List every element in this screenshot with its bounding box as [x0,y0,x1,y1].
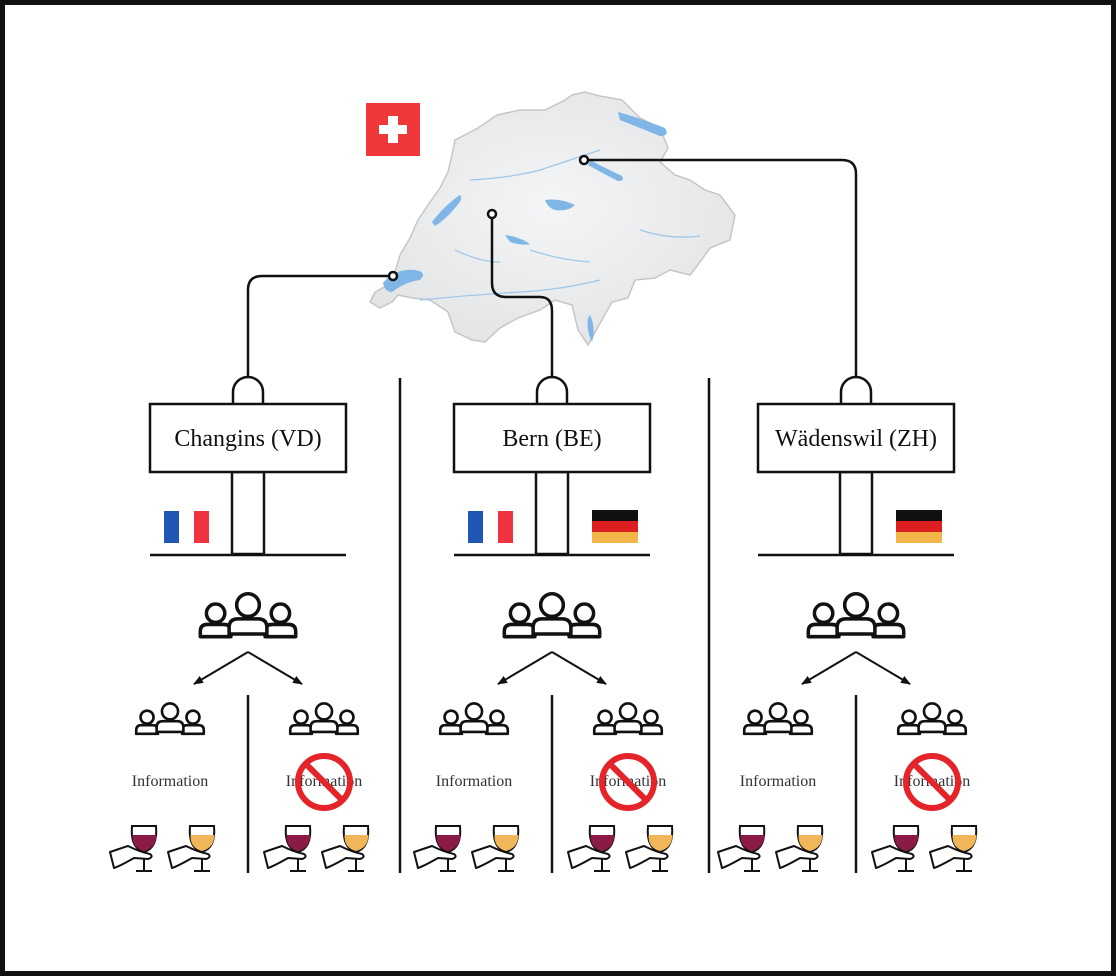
participants-group-icon [806,591,906,639]
information-label: Information [132,773,208,790]
information-label: Information [740,773,816,790]
participants-group-icon [198,591,298,639]
arrow-left [497,651,553,685]
prohibition-icon [599,753,657,811]
french-flag-icon [164,511,209,543]
subgroup-icon [438,702,510,736]
site-column: Wädenswil (ZH)InformationInformation [717,375,978,873]
connector-cap [535,375,569,404]
hand-holding-wine-glass-icon [413,825,462,872]
subgroup-icon [742,702,814,736]
hand-holding-wine-glass-icon [717,825,766,872]
arrow-right [551,651,607,685]
french-flag-icon [468,511,513,543]
site-column: Changins (VD)InformationInformation [109,375,370,873]
hand-holding-wine-glass-icon [625,825,674,872]
subgroup-icon [288,702,360,736]
site-box [756,402,956,474]
hand-holding-wine-glass-icon [167,825,216,872]
subgroup-icon [896,702,968,736]
arrow-left [193,651,249,685]
location-marker-wadenswil [578,154,590,166]
sign-post [534,470,570,556]
swiss-flag-icon [366,103,420,156]
site-box [452,402,652,474]
site-name: Changins (VD) [174,426,321,452]
connector-bern [490,214,554,382]
lake-neuchatel [432,195,462,226]
sign-post [230,470,266,556]
hand-holding-wine-glass-icon [471,825,520,872]
connector-wadenswil [584,158,858,382]
hand-holding-wine-glass-icon [929,825,978,872]
arrow-left [801,651,857,685]
hand-holding-wine-glass-icon [109,825,158,872]
connector-cap [231,375,265,404]
hand-holding-wine-glass-icon [263,825,312,872]
map-connectors [246,158,858,382]
sign-post [838,470,874,556]
connector-cap [839,375,873,404]
site-name: Wädenswil (ZH) [775,426,937,452]
location-marker-changins [387,270,399,282]
switzerland-outline [369,91,736,347]
prohibition-icon [295,753,353,811]
subgroup-icon [134,702,206,736]
switzerland-map [369,91,736,347]
site-column: Bern (BE)InformationInformation [413,375,674,873]
hand-holding-wine-glass-icon [871,825,920,872]
lake-zurich [588,160,623,181]
lake-constance [618,112,667,136]
arrow-right [855,651,911,685]
german-flag-icon [592,510,638,543]
column-dividers [398,378,711,873]
lake-maggiore [587,315,594,342]
participants-group-icon [502,591,602,639]
hand-holding-wine-glass-icon [321,825,370,872]
information-label: Information [436,773,512,790]
german-flag-icon [896,510,942,543]
arrow-right [247,651,303,685]
site-name: Bern (BE) [502,426,601,452]
hand-holding-wine-glass-icon [567,825,616,872]
connector-changins [246,274,393,382]
hand-holding-wine-glass-icon [775,825,824,872]
site-box [148,402,348,474]
subgroup-icon [592,702,664,736]
location-marker-bern [486,208,498,220]
lake-lucerne [545,199,575,211]
lake-thun [505,235,530,245]
prohibition-icon [903,753,961,811]
